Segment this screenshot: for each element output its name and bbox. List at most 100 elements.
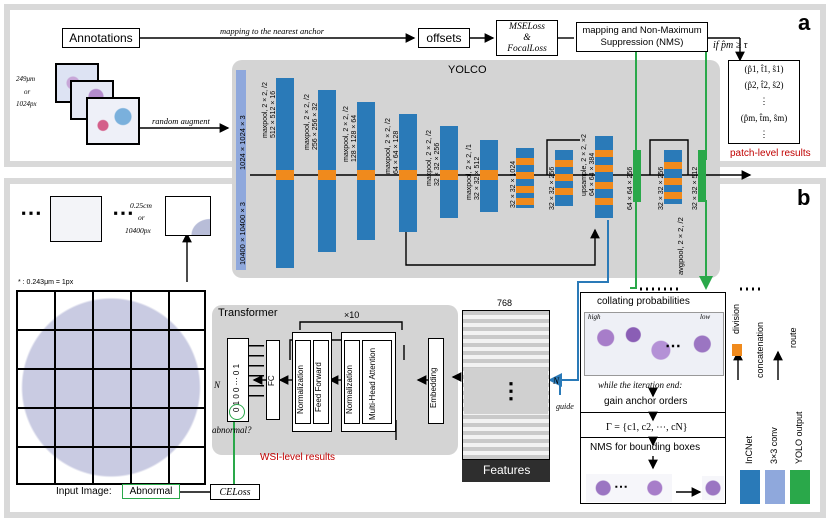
transformer-n: N [214, 380, 221, 390]
features-n: N [553, 376, 560, 386]
thumb-slide-2 [165, 196, 211, 236]
division-marker [276, 170, 294, 180]
thumb-slide-1 [50, 196, 102, 242]
collate-panel [580, 292, 726, 504]
offsets-box: offsets [418, 28, 470, 48]
transformer-title: Transformer [218, 307, 278, 319]
focalloss-label: FocalLoss [507, 43, 547, 54]
norm2-label: Normalization [345, 365, 354, 414]
tuple-vdots: ⋮ [759, 96, 769, 106]
legend-route: route [788, 327, 798, 348]
yolco-layer-label: maxpool, 2 × 2, /2 [343, 106, 350, 162]
legend-incnet: InCNet [744, 435, 754, 464]
loss-box: MSELoss & FocalLoss [496, 20, 558, 56]
nms-images-after [702, 476, 724, 500]
division-marker [516, 158, 534, 165]
patch-image-3 [86, 97, 140, 145]
collate-divider-2 [580, 437, 726, 438]
high-label: high [588, 313, 601, 321]
input-size-bottom: 10400 × 10400 × 3 [238, 202, 247, 265]
yolco-layer-label: 64 × 64 × 384 [589, 152, 596, 196]
yolco-layer-10 [633, 150, 641, 202]
legend-concatenation: concatenation [755, 321, 765, 378]
grid-line [16, 407, 206, 409]
size-025: 0.25cm [130, 201, 152, 210]
yolco-layer-label: 32 × 32 × 256 [658, 166, 665, 210]
input-image-label: Input Image: [56, 486, 112, 497]
patch-size-or: or [24, 88, 31, 96]
legend-division: division [731, 303, 741, 334]
yolco-layer-label: 256 × 256 × 32 [312, 102, 319, 150]
tuple-m: (p̂m, t̂m, ŝm) [740, 113, 788, 123]
grid-line [54, 290, 56, 485]
grid-line [130, 290, 132, 485]
wsi-level-results: WSI-level results [260, 452, 336, 463]
mseloss-label: MSELoss [509, 21, 545, 32]
embedding-label: Embedding [429, 367, 438, 408]
yolco-layer-label: upsample, 2 × 2, ×2 [581, 134, 588, 196]
mapping-nearest-label: mapping to the nearest anchor [220, 26, 325, 36]
legend-division-swatch [732, 344, 742, 356]
yolco-layer-label: 64 × 64 × 256 [627, 166, 634, 210]
collate-images [584, 312, 724, 376]
tuple-1: (p̂1, t̂1, ŝ1) [744, 64, 784, 74]
features-dots-bg [464, 368, 548, 414]
legend-incnet-swatch [740, 470, 760, 504]
division-marker [516, 172, 534, 179]
division-marker [595, 150, 613, 157]
mha-block [362, 340, 392, 424]
while-line: while the iteration end: [598, 380, 683, 390]
binary-highlight [229, 404, 245, 420]
division-marker [357, 170, 375, 180]
nms-box: mapping and Non-Maximum Suppression (NMS… [576, 22, 708, 52]
scale-note: * : 0.243μm = 1px [18, 279, 74, 286]
division-marker [440, 170, 458, 180]
yolco-layer-label: maxpool, 2 × 2, /2 [262, 82, 269, 138]
size-10400: 10400px [125, 226, 151, 235]
division-marker [664, 178, 682, 185]
dots-left: ⋯ [20, 200, 42, 225]
low-label: low [700, 313, 711, 321]
division-marker [555, 188, 573, 195]
nms-line1: mapping and Non-Maximum [582, 25, 702, 36]
dots-mid: ⋯ [112, 200, 134, 225]
grid-line [16, 446, 206, 448]
fc-label: FC [267, 375, 276, 386]
division-marker [555, 160, 573, 167]
division-marker [595, 182, 613, 189]
division-marker [399, 170, 417, 180]
division-marker [595, 165, 613, 172]
nms-bbox: NMS for bounding boxes [590, 442, 701, 453]
fc-lines [248, 345, 264, 405]
patch-size-249: 249μm [16, 75, 36, 83]
features-dots: ⋮ [500, 378, 522, 403]
input-bar [236, 70, 246, 270]
x10-label: ×10 [344, 310, 360, 320]
input-size-top: 1024 × 1024 × 3 [238, 115, 247, 170]
norm2-block [344, 340, 360, 424]
yolco-layer-label: 32 × 32 × 256 [549, 166, 556, 210]
collate-dots: ⋯ [665, 338, 681, 355]
division-marker [664, 192, 682, 199]
size-or-2: or [138, 213, 145, 222]
features-dim: 768 [497, 298, 513, 308]
feed-forward-label: Feed Forward [314, 362, 323, 412]
mse-amp: & [523, 32, 531, 43]
grid-line [16, 329, 206, 331]
norm1-label: Normalization [296, 365, 305, 414]
features-label: Features [483, 463, 531, 477]
collate-divider-1 [580, 412, 726, 413]
avgpool-label: avgpool, 2 × 2, /2 [676, 217, 685, 275]
yolco-layer-9 [595, 136, 613, 218]
legend-conv: 3×3 conv [769, 427, 779, 464]
grid-line [16, 368, 206, 370]
patch-level-results: patch-level results [730, 148, 811, 159]
features-label-bar [462, 460, 550, 482]
yolco-layer-label: maxpool, 2 × 2, /2 [426, 130, 433, 186]
division-marker [516, 186, 534, 193]
patch-size-1024: 1024px [16, 100, 37, 108]
tuple-vdots-2: ⋮ [759, 129, 769, 139]
mha-label: Multi-Head Attention [368, 347, 377, 420]
yolco-title: YOLCO [448, 64, 487, 76]
legend-conv-swatch [765, 470, 785, 504]
